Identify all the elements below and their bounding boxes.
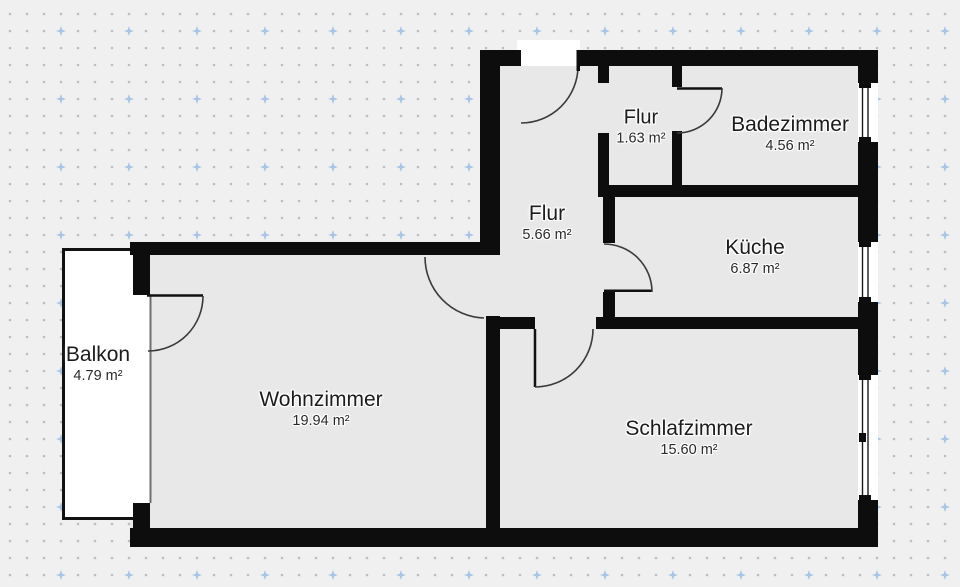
doors	[147, 50, 723, 388]
balcony-outline	[62, 248, 152, 520]
window-schlafzimmer	[858, 375, 878, 500]
room-name: Schlafzimmer	[625, 416, 753, 440]
window-kueche	[858, 242, 878, 302]
room-label-badezimmer[interactable]: Badezimmer 4.56 m²	[731, 113, 849, 155]
room-label-flur-klein[interactable]: Flur 1.63 m²	[616, 107, 665, 148]
door-wohnzimmer	[424, 256, 485, 319]
room-name: Badezimmer	[731, 112, 849, 136]
room-name: Flur	[623, 106, 659, 129]
room-name: Wohnzimmer	[259, 387, 383, 411]
room-area: 6.87 m²	[730, 261, 780, 278]
room-name: Flur	[528, 201, 566, 225]
room-area: 15.60 m²	[660, 442, 718, 459]
room-name: Balkon	[65, 342, 131, 366]
door-entrance	[520, 50, 580, 124]
room-area: 4.79 m²	[73, 368, 123, 385]
room-label-wohnzimmer[interactable]: Wohnzimmer 19.94 m²	[259, 388, 382, 430]
room-label-schlafzimmer[interactable]: Schlafzimmer 15.60 m²	[625, 417, 752, 459]
room-area: 4.56 m²	[765, 138, 815, 155]
apartment-floor	[130, 50, 878, 547]
door-kueche	[603, 243, 653, 293]
room-name: Küche	[725, 235, 785, 259]
room-label-kueche[interactable]: Küche 6.87 m²	[725, 236, 785, 278]
entrance-threshold	[517, 40, 580, 66]
room-label-balkon[interactable]: Balkon 4.79 m²	[66, 343, 130, 385]
door-badezimmer	[676, 87, 723, 134]
room-area: 5.66 m²	[522, 227, 572, 244]
walls	[130, 50, 878, 547]
door-schlafzimmer	[533, 328, 594, 388]
window-badezimmer	[858, 83, 878, 142]
room-area: 19.94 m²	[292, 413, 350, 430]
room-area: 1.63 m²	[616, 130, 666, 147]
door-balkon	[147, 294, 204, 352]
room-label-flur[interactable]: Flur 5.66 m²	[522, 202, 571, 244]
